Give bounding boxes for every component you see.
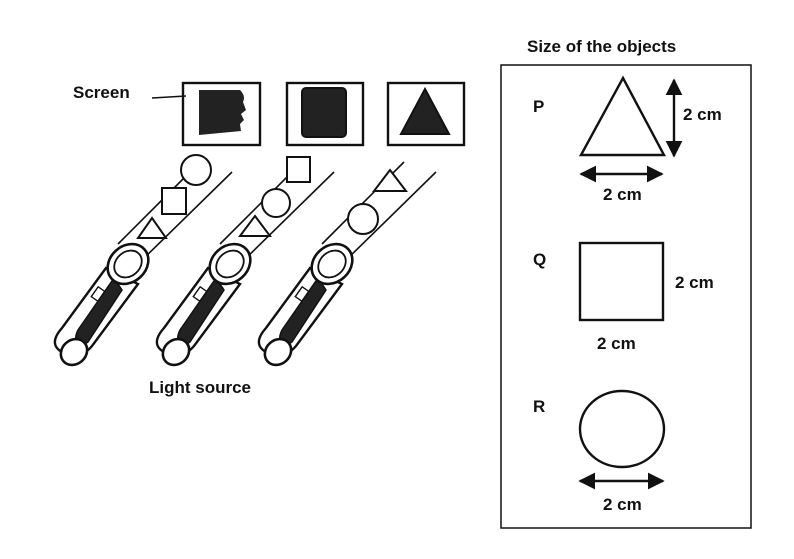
circle-object: [347, 203, 379, 235]
q-width-label: 2 cm: [597, 334, 636, 353]
panel-title: Size of the objects: [527, 37, 677, 56]
square-object: [286, 156, 311, 183]
square-q: [578, 241, 665, 322]
triangle-object: [371, 168, 409, 192]
square-object: [161, 187, 187, 215]
screen-3: [386, 81, 466, 147]
torch-1: [53, 154, 234, 372]
object-letter-r: R: [533, 397, 546, 416]
torch-2: [155, 156, 336, 372]
screen-2: [285, 81, 365, 147]
r-width-label: 2 cm: [603, 495, 642, 514]
object-letter-p: P: [533, 97, 545, 116]
p-height-label: 2 cm: [683, 105, 722, 124]
triangle-p: [578, 75, 666, 157]
light-source-label: Light source: [149, 378, 252, 397]
object-letter-q: Q: [533, 250, 547, 269]
triangle-object: [238, 214, 272, 237]
circle-r: [578, 389, 666, 469]
screen-1: [181, 81, 262, 147]
triangle-shadow: [399, 86, 451, 135]
q-height-label: 2 cm: [675, 273, 714, 292]
circle-object: [261, 188, 291, 218]
screen-pointer: [151, 95, 187, 99]
face-shadow: [199, 90, 246, 135]
p-width-label: 2 cm: [603, 185, 642, 204]
screen-label: Screen: [73, 83, 130, 102]
circle-object: [180, 154, 212, 186]
torch-3: [257, 160, 438, 372]
rectangle-shadow: [301, 87, 347, 138]
triangle-object: [136, 216, 168, 239]
